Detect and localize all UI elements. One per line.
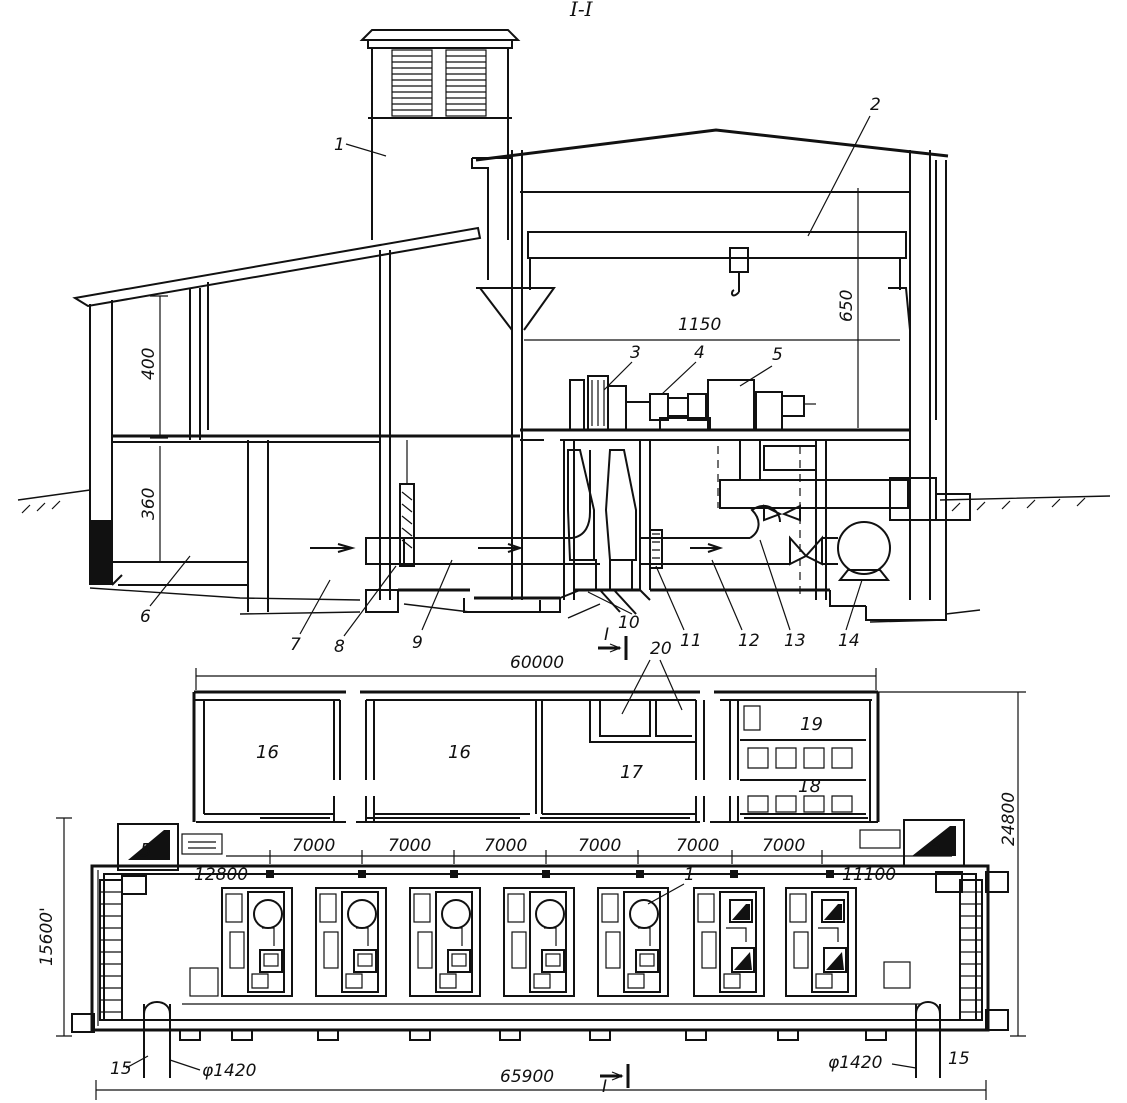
ventilation-tower [359, 29, 521, 240]
bay-dim-4: 7000 [578, 836, 621, 856]
callout-8: 8 [334, 637, 345, 657]
room-18: 18 [798, 776, 821, 797]
room-16-left: 16 [256, 742, 279, 763]
service-block: 16 16 17 18 19 [192, 690, 880, 823]
shaft-foundation [365, 589, 399, 613]
machine-hall-plan [71, 864, 1009, 1041]
pump-unit-4 [503, 887, 575, 997]
label-20-top: 20 [650, 639, 672, 659]
section-title: I-I [569, 0, 594, 21]
pump-unit-6 [693, 887, 765, 997]
dim-depth-right: 24800 [999, 792, 1019, 846]
callout-7: 7 [290, 635, 301, 655]
dim-roof-lower: 360 [139, 488, 159, 520]
pump-unit-3 [409, 887, 481, 997]
pump-unit-2 [315, 887, 387, 997]
suction-pipeline [239, 440, 981, 623]
dim-total-length: 65900 [500, 1067, 554, 1087]
callout-2: 2 [870, 95, 881, 115]
callout-10: 10 [618, 613, 640, 633]
bay-dim-5: 7000 [676, 836, 719, 856]
callout-1: 1 [334, 135, 345, 155]
dim-total-width: 60000 [510, 653, 564, 673]
dim-depth-left-line [56, 817, 72, 1037]
callout-4: 4 [694, 343, 705, 363]
callout-9: 9 [412, 633, 423, 653]
bay-dim-3: 7000 [484, 836, 527, 856]
pump-unit-1 [221, 887, 293, 997]
pipe-15-right: 15 [948, 1049, 970, 1069]
floor-plan: 60000 20 16 16 17 18 19 [37, 639, 1026, 1100]
callout-6: 6 [140, 607, 151, 627]
dim-crane-height: 650 [837, 290, 857, 322]
pump-units: 1 [221, 865, 857, 997]
callout-14: 14 [838, 631, 860, 651]
callout-3: 3 [630, 343, 641, 363]
tank-5-left: 5 [140, 840, 151, 861]
cut-mark-bottom: I [602, 1077, 607, 1097]
pipe-15-left: 15 [110, 1059, 132, 1079]
tank-left: 5 [117, 823, 223, 871]
unit-1-label: 1 [684, 865, 695, 885]
room-19: 19 [800, 714, 823, 735]
dim-span: 1150 [678, 315, 721, 335]
callout-5: 5 [772, 345, 783, 365]
intake-pipes: 15 φ1420 15 φ1420 [110, 1001, 970, 1081]
ground-hatch [21, 497, 1086, 514]
pump-unit-5 [597, 887, 669, 997]
cross-section: I-I 400 360 [17, 0, 1111, 660]
dim-total-length-line [95, 1080, 987, 1100]
cut-mark-top: I [604, 625, 609, 645]
machine-hall: 1150 650 [471, 128, 971, 600]
annex: 400 360 [72, 226, 520, 612]
tower-shaft [379, 250, 391, 600]
bay-dim-1: 7000 [292, 836, 335, 856]
dim-depth-left: 15600' [37, 907, 57, 966]
callout-12: 12 [738, 631, 760, 651]
dim-depth-right-line [878, 691, 1026, 1037]
room-17: 17 [620, 762, 643, 783]
callout-11: 11 [680, 631, 702, 651]
ground-line [17, 489, 1111, 501]
dim-pipe-right: φ1420 [828, 1053, 882, 1073]
dim-roof-upper: 400 [139, 348, 159, 380]
bay-dim-2: 7000 [388, 836, 431, 856]
tank-5-right: 5 [930, 836, 941, 857]
dim-pipe-left: φ1420 [202, 1061, 256, 1081]
callout-13: 13 [784, 631, 806, 651]
bay-dim-6: 7000 [762, 836, 805, 856]
tank-right: 5 [859, 819, 965, 867]
pump-unit-7 [785, 887, 857, 997]
section-callouts: 1 2 3 4 5 6 7 8 9 10 11 12 13 1 [140, 95, 881, 660]
room-16-right: 16 [448, 742, 471, 763]
